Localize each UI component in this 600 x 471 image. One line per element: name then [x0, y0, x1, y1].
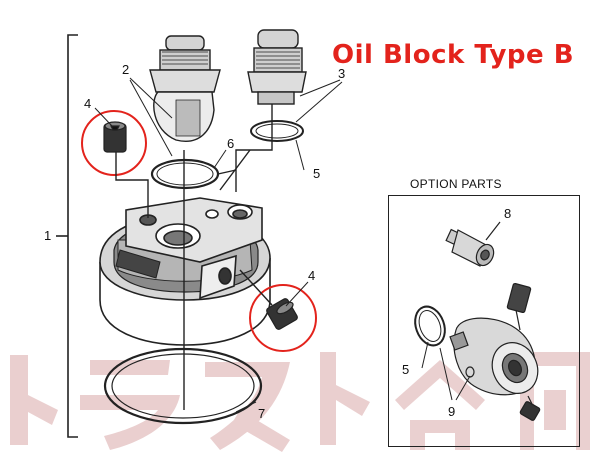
assembly-lines — [115, 104, 273, 410]
callout-4-lower: 4 — [308, 268, 316, 283]
callout-3: 3 — [338, 66, 346, 81]
callout-9: 9 — [448, 404, 456, 419]
o-ring-5 — [250, 120, 304, 142]
plug-4-upper — [103, 121, 127, 153]
highlight-circles — [81, 110, 317, 352]
option-o-ring-5 — [414, 305, 446, 347]
plug-4-lower — [266, 298, 298, 330]
option-leader-lines — [421, 341, 471, 401]
leader-lines — [94, 77, 343, 413]
option-parts-label: OPTION PARTS — [410, 177, 502, 191]
callout-7: 7 — [258, 406, 266, 421]
callout-6: 6 — [227, 136, 235, 151]
callout-5-main: 5 — [313, 166, 321, 181]
o-ring-7 — [103, 347, 263, 425]
o-ring-6 — [150, 158, 220, 190]
oil-block-body — [99, 197, 271, 346]
option-parts-box — [388, 195, 580, 447]
page-title: Oil Block Type B — [332, 40, 575, 70]
callout-4-upper: 4 — [84, 96, 92, 111]
callout-5-option: 5 — [402, 362, 410, 377]
option-adapter — [449, 282, 541, 421]
option-fitting-8 — [445, 221, 501, 267]
callout-8: 8 — [504, 206, 512, 221]
callout-2: 2 — [122, 62, 130, 77]
bracket-1 — [56, 34, 78, 438]
fitting-3 — [247, 29, 307, 105]
callout-1: 1 — [44, 228, 52, 243]
fitting-2 — [149, 35, 221, 142]
